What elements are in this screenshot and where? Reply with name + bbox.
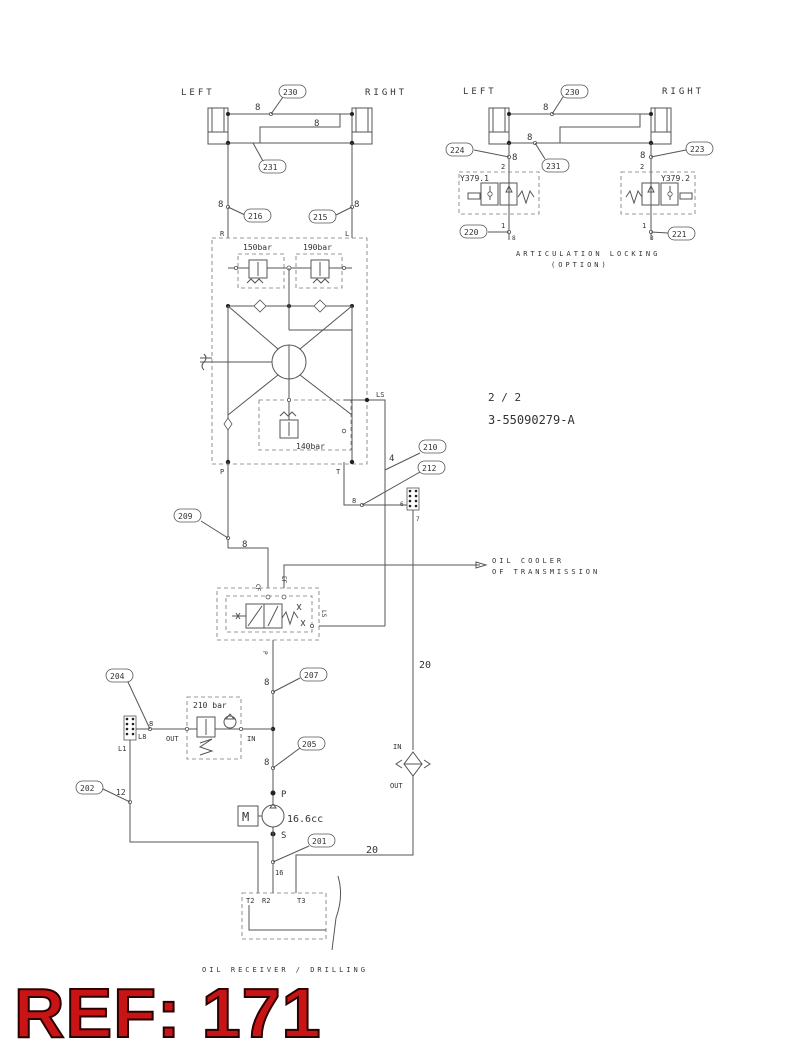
callout-207: 207	[304, 671, 319, 680]
port-r: R	[220, 230, 225, 238]
distribution-block-right: 6 7	[400, 487, 420, 523]
pipe-size-209: 8	[242, 540, 247, 550]
tank-t2: T2	[246, 897, 254, 905]
filter-out: OUT	[390, 782, 403, 790]
port-p-top: P	[220, 468, 224, 476]
port-l: L	[345, 230, 349, 238]
callout-212: 212	[422, 464, 437, 473]
relief-port-in: IN	[247, 735, 255, 743]
port-ls: LS	[376, 391, 384, 399]
label-left: LEFT	[181, 88, 215, 98]
relief-190bar: 190bar	[303, 243, 332, 252]
block-l1: L1	[118, 745, 126, 753]
valve-y379-1: Y379.1	[460, 174, 489, 183]
block-port-7: 7	[416, 516, 420, 523]
articulation-caption-2: (OPTION)	[551, 261, 609, 269]
pump-motor: P M 16.6cc S	[237, 790, 323, 841]
pipe-size-207: 8	[264, 678, 269, 688]
callout-216: 216	[248, 212, 263, 221]
pipe-size-215: 8	[354, 200, 359, 210]
valve-port-ef: EF	[280, 576, 287, 584]
pipe-size-204: 8	[149, 720, 153, 728]
art-pipe-mid: 8	[527, 133, 532, 143]
block-port-6: 6	[400, 501, 404, 508]
callout-231-left: 231	[263, 163, 278, 172]
callout-231-right: 231	[546, 162, 561, 171]
pipe-size-20-bottom: 20	[366, 845, 378, 856]
callout-202: 202	[80, 784, 95, 793]
callout-215: 215	[313, 213, 328, 222]
pipe-size-ls: 4	[389, 454, 394, 464]
reference-stamp: REF: 171	[13, 974, 322, 1052]
callout-205: 205	[302, 740, 317, 749]
filter-in: IN	[393, 743, 401, 751]
art-port-2-left: 2	[501, 163, 505, 171]
tank-caption: OIL RECEIVER / DRILLING	[202, 966, 368, 974]
pump-displacement: 16.6cc	[287, 814, 323, 825]
right-cylinder	[351, 107, 373, 145]
tank-r2: R2	[262, 897, 270, 905]
art-port-1-left: 1	[501, 222, 505, 230]
oil-cooler-1: OIL COOLER	[492, 557, 564, 565]
art-port-1-right: 1	[642, 222, 646, 230]
callout-204: 204	[110, 672, 125, 681]
steering-unit: R L 150bar 190bar	[200, 230, 368, 476]
pump-port-p: P	[281, 790, 287, 800]
art-pipe-left: 8	[512, 153, 517, 163]
valve-port-p: P	[261, 651, 268, 655]
callouts: 230 231 216 215 230 224 231 223 220 221 …	[75, 84, 714, 863]
art-pipe-right: 8	[640, 151, 645, 161]
pipe-size-201: 16	[275, 869, 283, 877]
pipe-size-212: 8	[352, 497, 356, 505]
left-cylinder	[207, 107, 229, 145]
relief-140bar: 140bar	[296, 442, 325, 451]
valve-port-ls: LS	[320, 610, 327, 618]
art-pipe-top: 8	[543, 103, 548, 113]
relief-150bar: 150bar	[243, 243, 272, 252]
callout-223: 223	[690, 145, 705, 154]
articulation-caption-1: ARTICULATION LOCKING	[516, 250, 660, 258]
pipe-size-205: 8	[264, 758, 269, 768]
relief-210bar: 210 bar	[193, 701, 227, 710]
pump-port-s: S	[281, 831, 286, 841]
distribution-block-left: L1 L8	[118, 715, 146, 753]
tank-t3: T3	[297, 897, 305, 905]
callout-230-left: 230	[283, 88, 298, 97]
art-port-2-right: 2	[640, 163, 644, 171]
page-number: 2 / 2	[488, 391, 521, 404]
block-l8: L8	[138, 733, 146, 741]
pipe-size-216: 8	[218, 200, 223, 210]
pipe-size-20-right: 20	[419, 660, 431, 671]
valve-port-cf: CF	[254, 584, 261, 592]
steering-cylinders: LEFT RIGHT 8 8	[181, 88, 407, 146]
priority-valve: CF EF LS P	[216, 576, 327, 655]
oil-cooler-2: OF TRANSMISSION	[492, 568, 600, 576]
callout-220: 220	[464, 228, 479, 237]
motor-label: M	[242, 810, 249, 824]
drawing-number: 3-55090279-A	[488, 413, 575, 427]
callout-221: 221	[672, 230, 687, 239]
pipe-size-202: 12	[116, 788, 126, 797]
art-label-right: RIGHT	[662, 87, 704, 97]
pipe-size-top: 8	[255, 103, 260, 113]
oil-tank: T2 R2 T3 OIL RECEIVER / DRILLING	[202, 875, 368, 974]
valve-y379-2: Y379.2	[661, 174, 690, 183]
callout-210: 210	[423, 443, 438, 452]
art-pipe-low-left: 8	[512, 235, 516, 242]
callout-209: 209	[178, 512, 193, 521]
callout-230-right: 230	[565, 88, 580, 97]
relief-port-out: OUT	[166, 735, 179, 743]
callout-224: 224	[450, 146, 465, 155]
art-label-left: LEFT	[463, 87, 497, 97]
articulation-locking: LEFT RIGHT 8 8 8 8 Y379.1	[458, 87, 704, 269]
return-filter: IN OUT	[390, 743, 431, 790]
pipe-size-mid: 8	[314, 119, 319, 129]
port-t: T	[336, 468, 341, 476]
label-right: RIGHT	[365, 88, 407, 98]
callout-201: 201	[312, 837, 327, 846]
art-pipe-low-right: 8	[650, 235, 654, 242]
